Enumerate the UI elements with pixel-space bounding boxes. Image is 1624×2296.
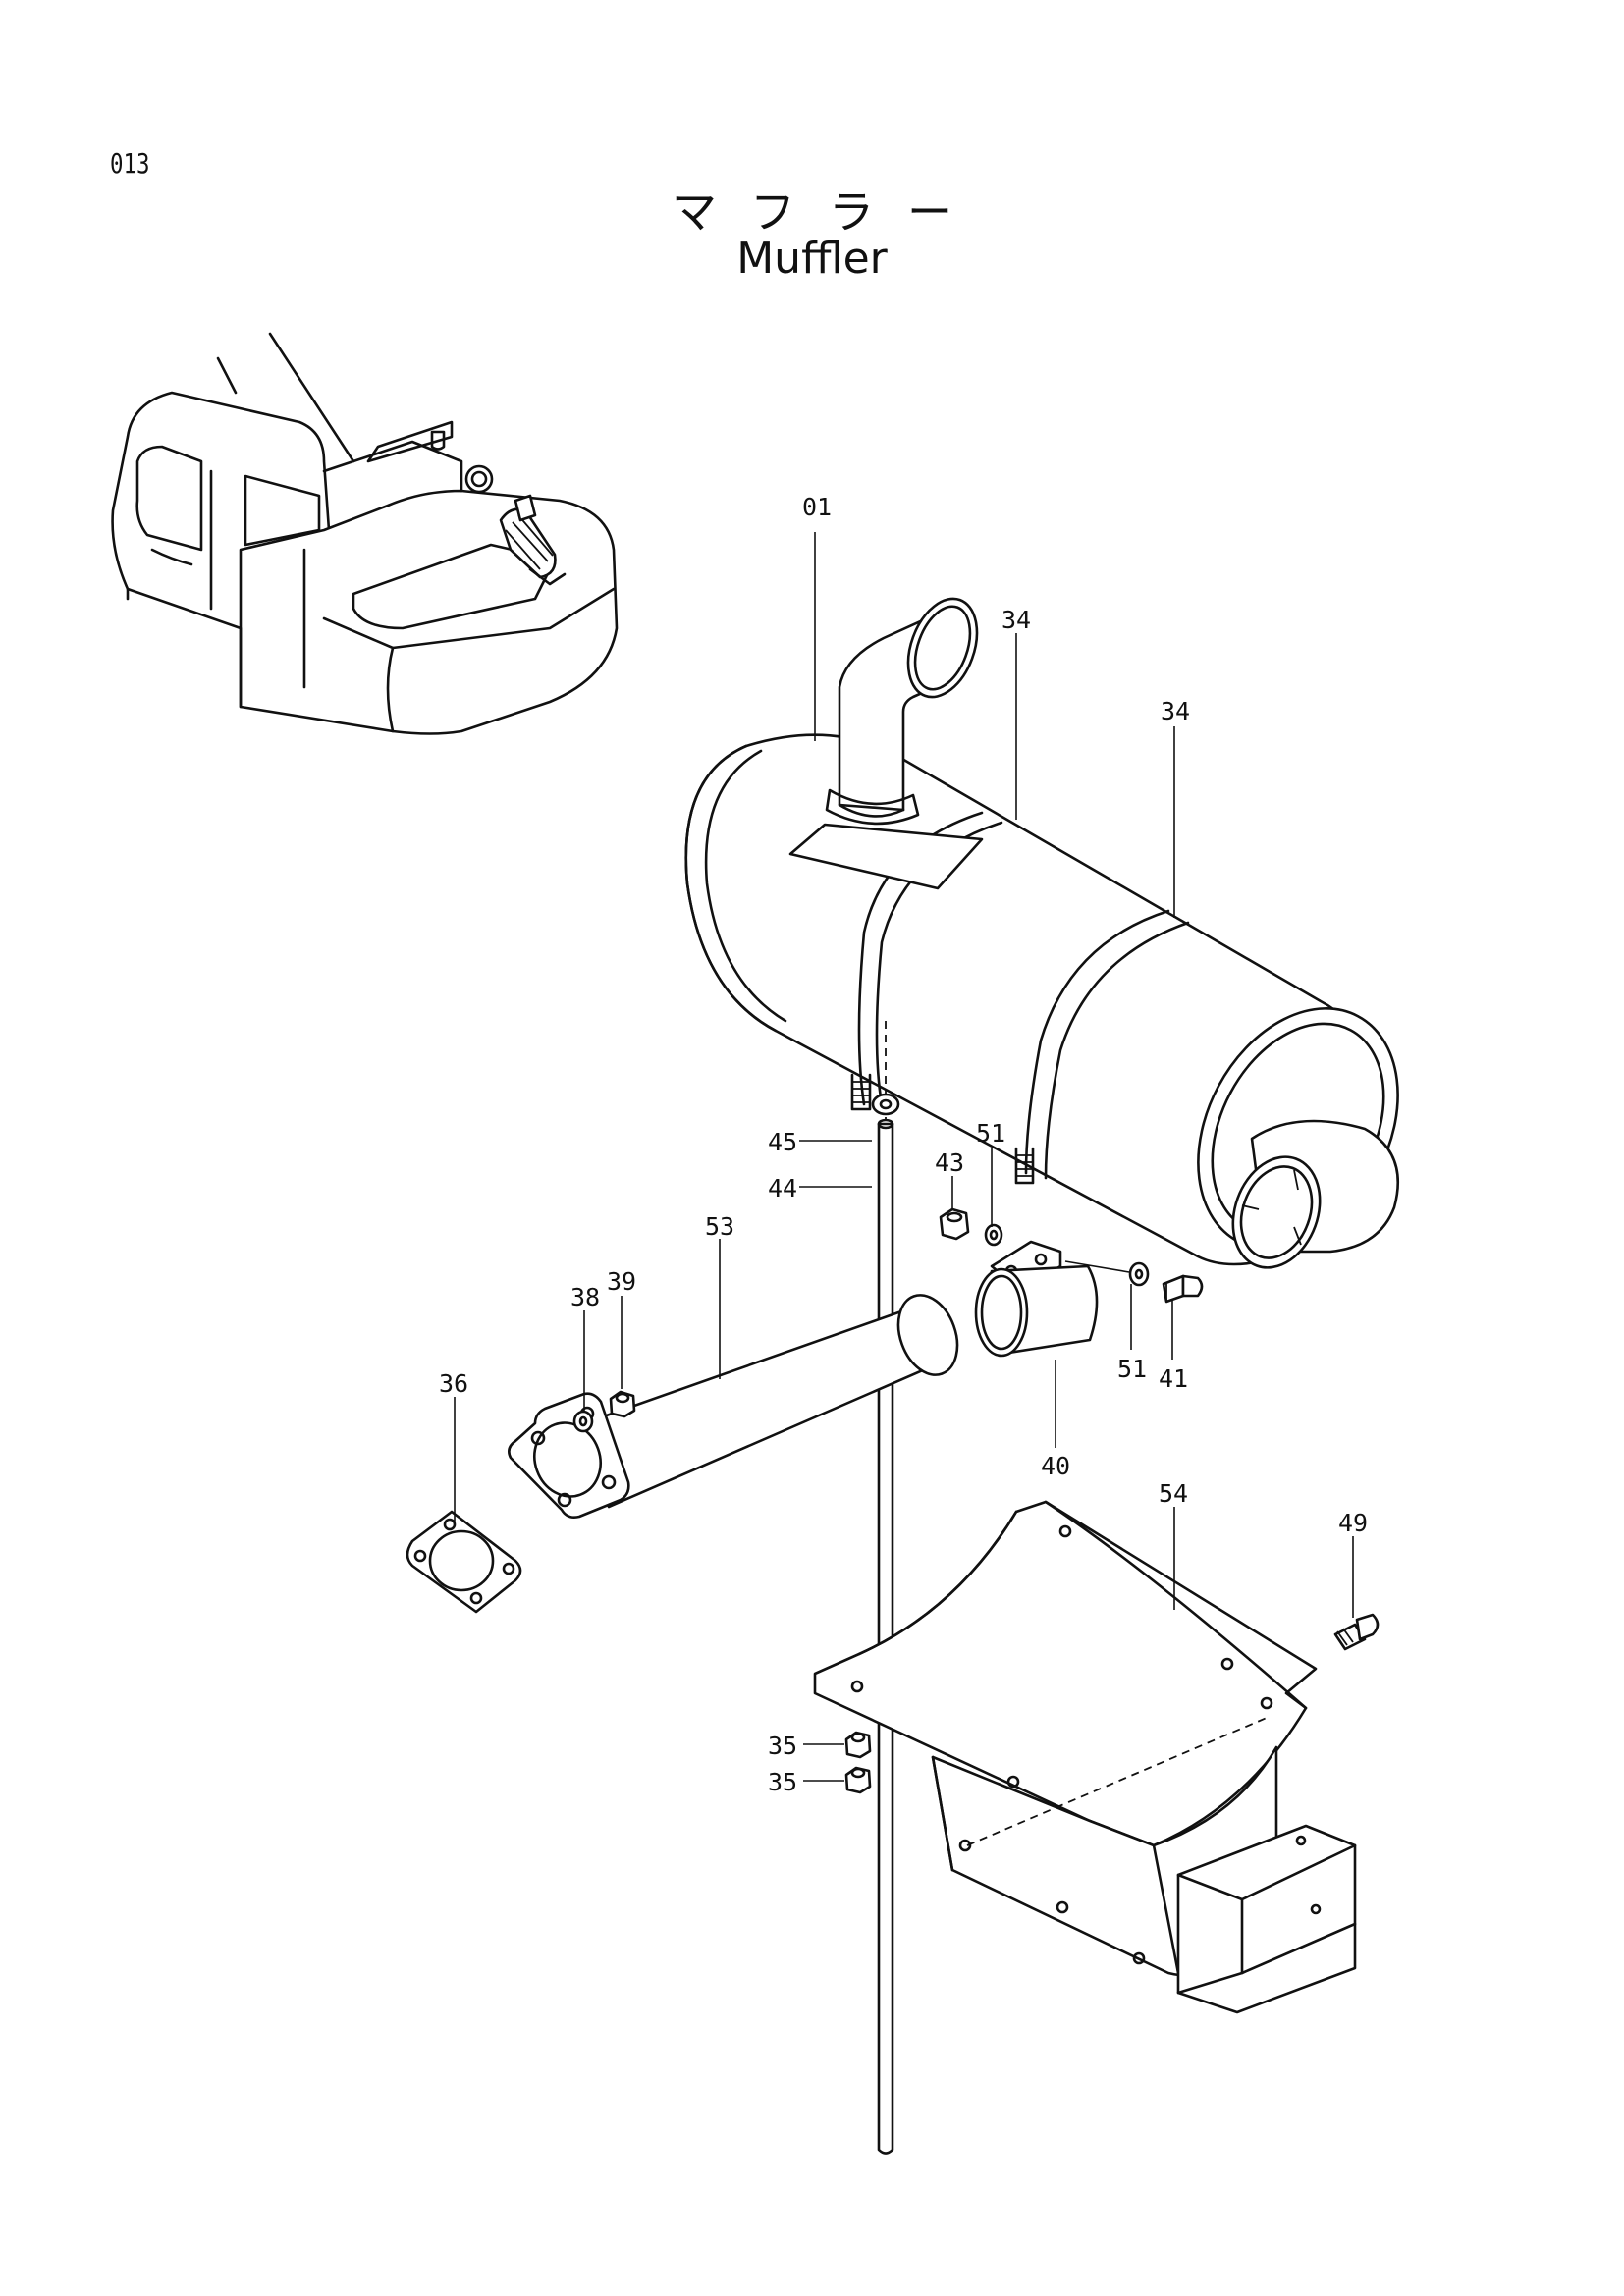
title-english: Muffler: [736, 234, 888, 284]
title-japanese: マフラー: [672, 186, 986, 239]
callout-labels: 01 34 34 45 44 43 51 53 38 39 36 51 41 4…: [439, 493, 1368, 1796]
callout-54: 54: [1159, 1479, 1188, 1508]
washer-51-lower: [1064, 1260, 1150, 1287]
callout-51-upper: 51: [976, 1119, 1005, 1148]
muffler-location-highlight: [499, 494, 567, 586]
bolt-49: [1333, 1613, 1380, 1651]
callout-43: 43: [935, 1148, 964, 1177]
excavator-location-illustration: [111, 332, 619, 735]
nut-35-lower: [844, 1766, 872, 1794]
nut-39: [609, 1390, 636, 1418]
muffler-body: [684, 597, 1400, 1269]
washer-51-upper: [984, 1223, 1003, 1247]
callout-36: 36: [439, 1369, 468, 1398]
bracket-54: [813, 1500, 1357, 2014]
long-rod: [877, 1021, 894, 2155]
callout-44: 44: [768, 1174, 797, 1202]
washer-38: [572, 1410, 594, 1433]
callout-01: 01: [802, 493, 832, 521]
washer-45: [871, 1093, 900, 1116]
callout-34-b: 34: [1161, 697, 1190, 725]
bolt-41: [1162, 1274, 1204, 1304]
nut-43: [939, 1207, 970, 1241]
nut-35-upper: [844, 1731, 872, 1759]
exhaust-pipe-53: [508, 1294, 959, 1519]
callout-41: 41: [1159, 1364, 1188, 1393]
callout-34-a: 34: [1001, 606, 1031, 634]
callout-53: 53: [705, 1212, 734, 1241]
callout-49: 49: [1338, 1509, 1368, 1537]
gasket-36: [406, 1510, 522, 1614]
callout-35-upper: 35: [768, 1732, 797, 1760]
callout-40: 40: [1041, 1452, 1070, 1480]
callout-51-lower: 51: [1117, 1355, 1147, 1383]
callout-38: 38: [570, 1283, 600, 1311]
callout-35-lower: 35: [768, 1768, 797, 1796]
callout-39: 39: [607, 1267, 636, 1296]
page-number: 013: [110, 147, 150, 180]
leader-lines: [454, 532, 1354, 1782]
callout-45: 45: [768, 1128, 797, 1156]
clamp-40: [974, 1240, 1099, 1358]
